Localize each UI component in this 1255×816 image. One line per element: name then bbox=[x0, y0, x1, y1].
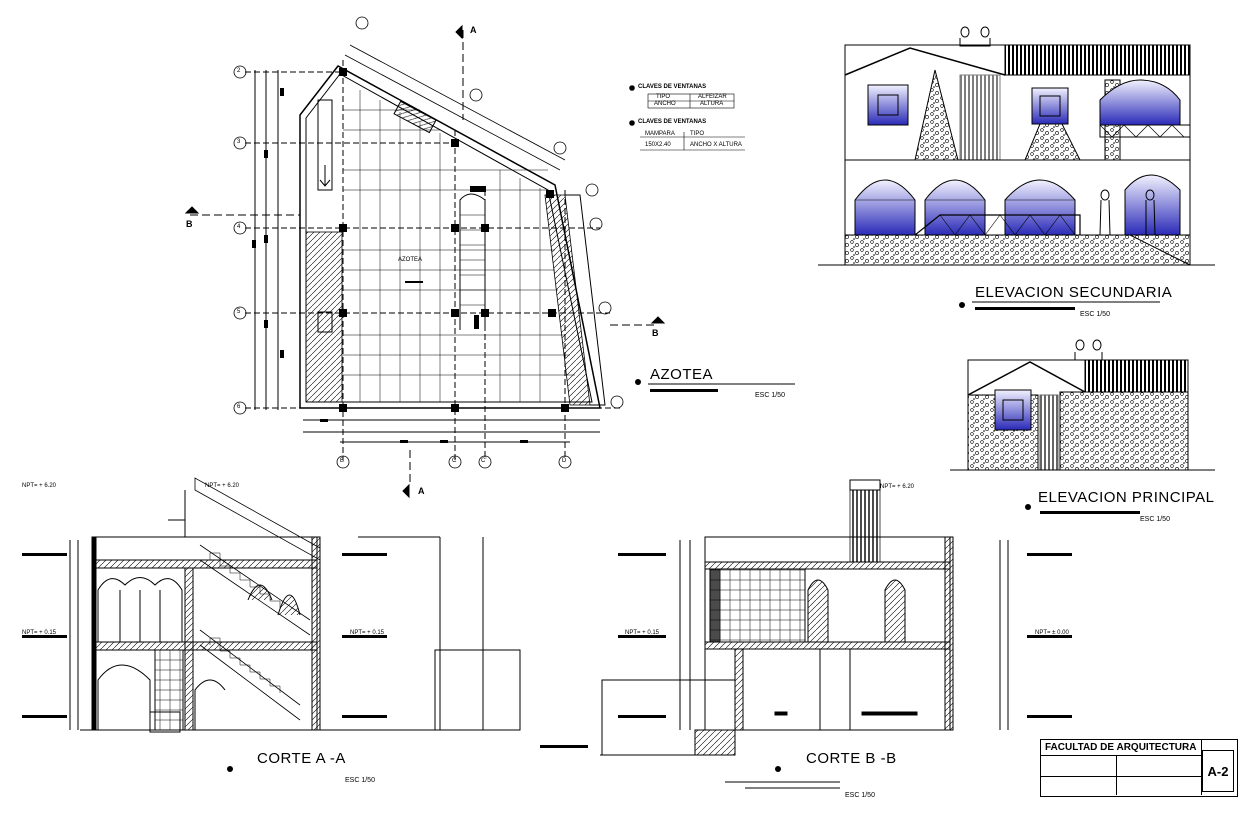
plan-title: AZOTEA bbox=[650, 366, 714, 383]
legend-col-altura: ALTURA bbox=[700, 101, 724, 107]
legend-windows-title: CLAVES DE VENTANAS bbox=[638, 84, 707, 90]
section-b bbox=[540, 479, 1072, 756]
section-mark-a-top: A bbox=[470, 25, 477, 35]
legend-val-size: 150X2.40 bbox=[645, 142, 671, 148]
section-mark-b-right: B bbox=[652, 328, 659, 338]
legend-mamparas-title: CLAVES DE VENTANAS bbox=[638, 119, 707, 125]
corte-a-scale: ESC 1/50 bbox=[345, 777, 375, 784]
corte-b-level-1: NPT= + 6.20 bbox=[880, 484, 915, 490]
plan-scale: ESC 1/50 bbox=[755, 392, 785, 399]
legend-col-alfeizar: ALFEIZAR bbox=[698, 94, 727, 100]
grid-col-d: D bbox=[562, 458, 567, 464]
plan-room-label: AZOTEA bbox=[398, 257, 423, 263]
elev-pri-scale: ESC 1/50 bbox=[1140, 516, 1170, 523]
legend-col-ancho: ANCHO bbox=[654, 101, 676, 107]
roof-plan bbox=[184, 16, 666, 499]
corte-a-title: CORTE A -A bbox=[257, 750, 346, 767]
grid-col-c-prime: C' bbox=[481, 458, 487, 464]
corte-a-level-2: NPT= + 6.20 bbox=[205, 483, 240, 489]
title-block: FACULTAD DE ARQUITECTURA A-2 bbox=[1040, 739, 1238, 797]
section-mark-b-left: B bbox=[186, 219, 193, 229]
corte-a-level-3: NPT= + 0.15 bbox=[22, 630, 57, 636]
corte-b-title: CORTE B -B bbox=[806, 750, 897, 767]
grid-row-3: 3 bbox=[237, 139, 241, 145]
legend-col-tipo: TIPO bbox=[656, 94, 671, 100]
corte-a-level-4: NPT= + 0.15 bbox=[350, 630, 385, 636]
grid-row-5: 5 bbox=[237, 309, 241, 315]
sheet-code: A-2 bbox=[1202, 750, 1234, 792]
section-a bbox=[22, 477, 521, 733]
elev-pri-title: ELEVACION PRINCIPAL bbox=[1038, 489, 1215, 506]
legend-tables bbox=[629, 85, 745, 151]
corte-b-level-2: NPT= + 0.15 bbox=[625, 630, 660, 636]
grid-row-6: 6 bbox=[237, 404, 241, 410]
legend-col-mampara: MAMPARA bbox=[645, 131, 675, 137]
legend-val-type: ANCHO X ALTURA bbox=[690, 142, 742, 148]
main-elevation bbox=[950, 339, 1215, 471]
secondary-elevation bbox=[818, 26, 1215, 266]
grid-row-2: 2 bbox=[237, 68, 241, 74]
grid-col-b: B bbox=[340, 458, 345, 464]
section-mark-a-bottom: A bbox=[418, 486, 425, 496]
school-name: FACULTAD DE ARQUITECTURA bbox=[1045, 742, 1197, 753]
elev-sec-scale: ESC 1/50 bbox=[1080, 311, 1110, 318]
grid-row-4: 4 bbox=[237, 224, 241, 230]
legend-col-tipo2: TIPO bbox=[690, 131, 705, 137]
corte-b-scale: ESC 1/50 bbox=[845, 792, 875, 799]
corte-a-level-1: NPT= + 6.20 bbox=[22, 483, 57, 489]
grid-col-c: C bbox=[452, 458, 457, 464]
elev-sec-title: ELEVACION SECUNDARIA bbox=[975, 284, 1173, 301]
corte-b-level-3: NPT= ± 0.00 bbox=[1035, 630, 1069, 636]
